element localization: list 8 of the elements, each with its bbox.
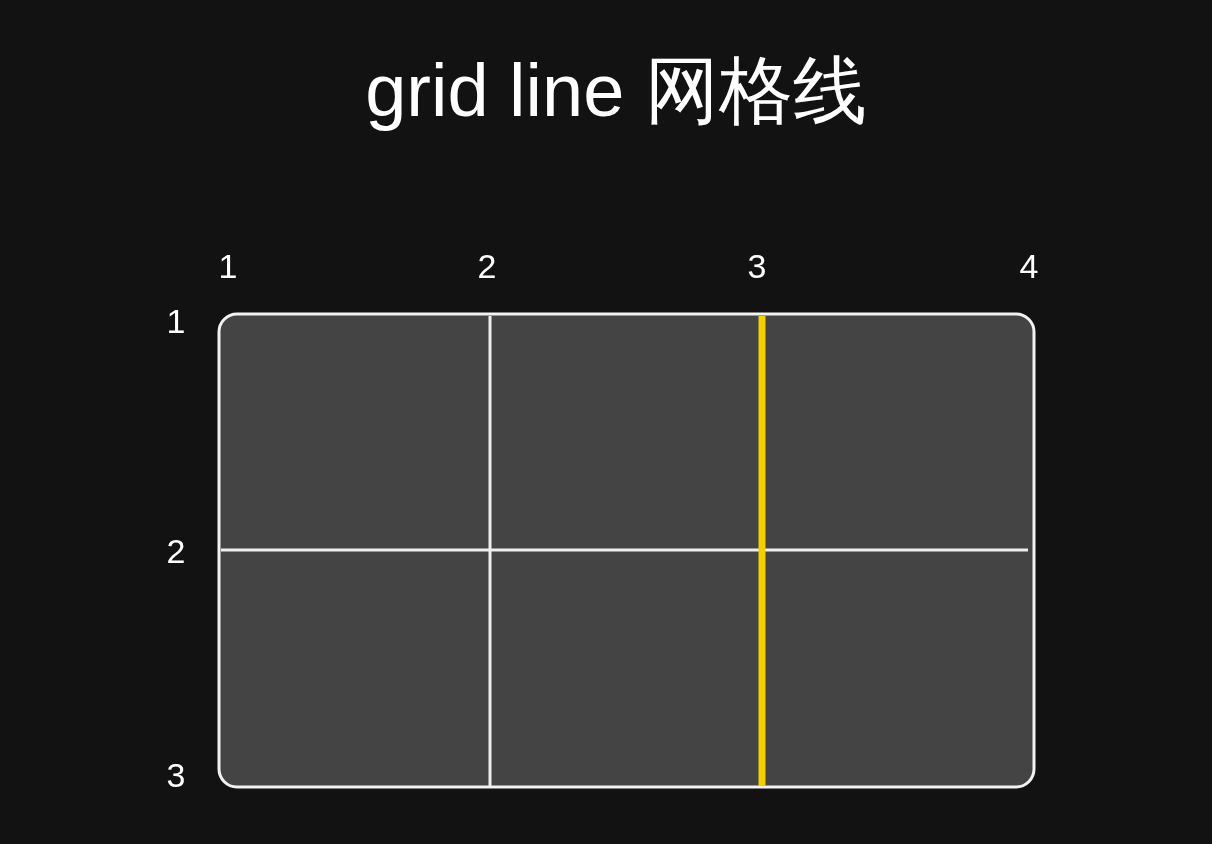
column-line-number: 3 [747, 247, 767, 285]
row-line-number: 2 [166, 532, 186, 570]
row-line-number: 1 [166, 302, 186, 340]
column-line-number: 2 [477, 247, 497, 285]
row-line-number: 3 [166, 756, 186, 794]
column-line-number: 4 [1019, 247, 1039, 285]
title: grid line 网格线 [365, 48, 867, 134]
column-line-number: 1 [218, 247, 238, 285]
